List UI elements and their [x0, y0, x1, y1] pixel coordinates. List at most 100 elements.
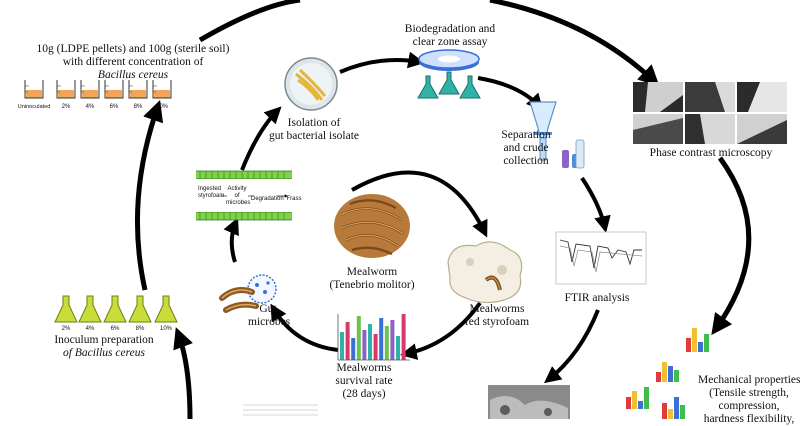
survival-bar — [340, 332, 344, 360]
survival-bar — [401, 314, 406, 360]
inoculum-flask: 2% — [54, 295, 78, 332]
arrow-survival-to-gut — [270, 303, 339, 352]
mechanical-bar — [632, 391, 637, 409]
survival-label: Mealworms survival rate (28 days) — [322, 362, 406, 401]
beaker: 8% — [128, 80, 148, 110]
survival-label-line2: survival rate — [335, 375, 393, 387]
mechanical-bar — [662, 362, 667, 382]
flask-label: 6% — [111, 326, 120, 332]
mechanical-bar-cluster — [662, 397, 685, 419]
survival-bar — [384, 326, 389, 360]
mealworm-label-line2: (Tenebrio molitor) — [329, 279, 415, 291]
ldpe-label: 10g (LDPE pellets) and 100g (sterile soi… — [2, 43, 264, 82]
ftir-spectrum — [555, 231, 647, 285]
isolation-label: Isolation of gut bacterial isolate — [254, 117, 374, 143]
flask-label: 2% — [62, 326, 71, 332]
tube-label-activity: Activity of microbes — [226, 186, 251, 206]
outer-arrow-top-right — [489, 0, 660, 87]
mechanical-label-line4: hardness flexibility, — [703, 413, 795, 425]
beaker-label: 10% — [156, 104, 169, 110]
separation-label-line1: Separation — [501, 129, 551, 141]
beaker-row: Uninoculated 2% 4% 6% 8% 10% — [18, 80, 172, 110]
biodegradation-label-line2: clear zone assay — [412, 36, 488, 48]
tube-label-degradation: Degradation — [251, 196, 284, 202]
mechanical-properties-label: Mechanical properties (Tensile strength,… — [698, 374, 800, 426]
gut-microbes-label-line1: Gut — [259, 303, 277, 315]
microscopy-images — [633, 82, 787, 144]
beaker: 10% — [152, 80, 172, 110]
arrow-mealworm-cycle-top — [351, 170, 488, 238]
survival-label-line1: Mealworms — [336, 362, 392, 374]
teal-flask — [417, 75, 439, 99]
beaker-label: Uninoculated — [18, 104, 51, 110]
mechanical-bar — [686, 338, 691, 352]
biodegradation-label: Biodegradation and clear zone assay — [402, 23, 498, 49]
survival-bar — [362, 330, 367, 360]
teal-flask — [438, 71, 460, 95]
arrow-isolation-to-biodeg — [339, 51, 425, 74]
fed-styrofoam-label-line1: Mealworms — [469, 303, 525, 315]
mechanical-label-line3: compression, — [718, 400, 780, 412]
mechanical-bar — [698, 342, 703, 352]
mechanical-label-line2: (Tensile strength, — [709, 387, 789, 399]
beaker-label: 4% — [86, 104, 95, 110]
inoculum-label-line2: of Bacillus cereus — [63, 347, 145, 359]
beaker-label: 8% — [134, 104, 143, 110]
mechanical-bar — [674, 370, 679, 382]
mechanical-bar — [704, 334, 709, 352]
styrofoam-block — [447, 241, 523, 304]
mealworm-label: Mealworm (Tenebrio molitor) — [322, 266, 422, 292]
beaker: Uninoculated — [18, 80, 51, 110]
phase-contrast-label: Phase contrast microscopy — [649, 147, 773, 159]
survival-bar — [356, 316, 361, 360]
outer-arrow-bottom-left — [173, 327, 193, 419]
tube-label-ingested: Ingested styrofoam — [198, 186, 225, 199]
mechanical-label-line1: Mechanical properties — [698, 374, 800, 386]
flask-label: 10% — [160, 326, 173, 332]
mechanical-bar — [662, 403, 667, 419]
fed-styrofoam-label: Mealworms fed styrofoam — [452, 303, 542, 329]
petri-dish-isolation — [284, 57, 338, 111]
survival-label-line3: (28 days) — [342, 388, 386, 400]
inoculum-label: Inoculum preparation of Bacillus cereus — [34, 334, 174, 360]
arrow-ftir-to-sem — [544, 309, 600, 384]
mechanical-bar — [680, 405, 685, 419]
separation-label-line2: and crude — [503, 142, 549, 154]
survival-bar — [345, 322, 350, 360]
outer-arrow-left-up — [134, 100, 164, 291]
sem-image — [488, 385, 570, 419]
biodegradation-label-line1: Biodegradation and — [404, 23, 496, 35]
survival-axis — [337, 314, 410, 361]
survival-bar — [390, 320, 395, 360]
beaker: 4% — [80, 80, 100, 110]
mechanical-bar — [668, 366, 673, 382]
arrow-separation-to-ftir — [580, 176, 611, 233]
mechanical-bar — [656, 372, 661, 382]
mechanical-bar — [674, 397, 679, 419]
mechanical-bar-cluster — [686, 328, 709, 352]
mechanical-bar — [668, 409, 673, 419]
ftir-label: FTIR analysis — [564, 292, 630, 304]
document-page — [243, 404, 318, 416]
inoculum-label-line1: Inoculum preparation — [54, 334, 154, 346]
arrow-tube-to-isolation — [240, 106, 282, 171]
tube-label-frass: Frass — [286, 196, 302, 202]
gut-microbes-label-line2: microbes — [248, 316, 291, 328]
inoculum-flask: 6% — [103, 295, 127, 332]
mechanical-bar — [692, 328, 697, 352]
mechanical-bar — [638, 401, 643, 409]
survival-bar — [396, 336, 400, 360]
beaker: 2% — [56, 80, 76, 110]
ldpe-label-line2: with different concentration of — [62, 56, 204, 68]
survival-bar — [368, 324, 372, 360]
survival-bar — [373, 334, 378, 360]
survival-bar-chart — [337, 314, 410, 361]
mealworm-pile — [334, 194, 410, 258]
mechanical-bar — [644, 387, 649, 409]
isolation-label-line1: Isolation of — [287, 117, 341, 129]
beaker: 6% — [104, 80, 124, 110]
mechanical-bar-cluster — [656, 362, 679, 382]
flask-row: 2%4%6%8%10% — [54, 295, 178, 332]
beaker-label: 2% — [62, 104, 71, 110]
digestion-tube — [196, 170, 292, 221]
